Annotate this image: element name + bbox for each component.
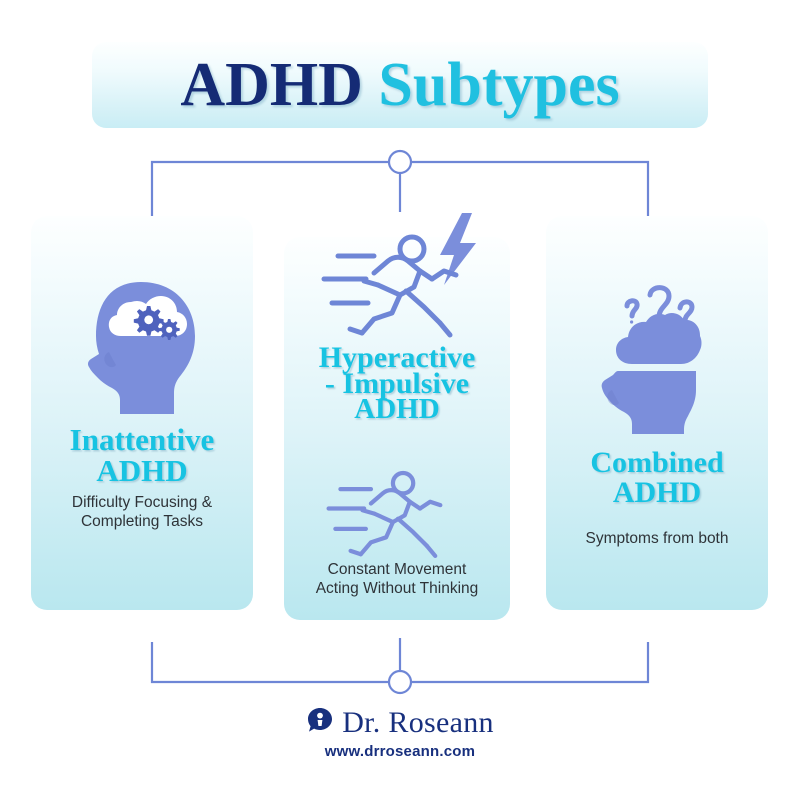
top-connector-node [387, 149, 413, 175]
bottom-connector-node [387, 669, 413, 695]
card-inattentive-title-line2: ADHD [96, 453, 188, 488]
card-hyperactive-title-line1: Hyperactive [318, 341, 476, 374]
running-person-icon [318, 451, 478, 566]
card-hyperactive-title-line2: - Impulsive [324, 366, 470, 400]
card-inattentive-desc-line2: Completing Tasks [80, 513, 204, 531]
card-inattentive-description: Difficulty Focusing & Completing Tasks [31, 493, 253, 532]
card-inattentive-title-line1: Inattentive [69, 422, 215, 457]
top-connector [0, 140, 800, 304]
card-hyperactive-desc-line2: Acting Without Thinking [315, 580, 479, 598]
brand-name: Dr. Roseann [342, 705, 494, 739]
title-banner: ADHD Subtypes [92, 42, 708, 128]
lightning-bolt-icon [440, 213, 476, 285]
card-combined-description: Symptoms from both [546, 529, 768, 548]
card-inattentive-title: Inattentive ADHD [31, 424, 253, 486]
card-inattentive-adhd[interactable]: Inattentive ADHD Difficulty Focusing & C… [31, 216, 253, 610]
card-combined-desc-line1: Symptoms from both [585, 530, 729, 547]
question-mark-icon [677, 299, 695, 324]
brand-website[interactable]: www.drroseann.com [324, 743, 476, 760]
head-silhouette-icon [601, 371, 696, 434]
running-person-with-lightning-icon [316, 211, 496, 346]
open-head-with-questions-icon [546, 278, 768, 438]
cloud-brain-icon [616, 312, 702, 364]
card-inattentive-desc-line1: Difficulty Focusing & [71, 494, 213, 511]
card-hyperactive-title: Hyperactive - Impulsive ADHD [284, 341, 510, 425]
card-combined-title-line2: ADHD [612, 476, 702, 509]
card-hyperactive-description: Constant Movement Acting Without Thinkin… [284, 560, 510, 599]
page-title-part-subtypes: Subtypes [378, 51, 620, 119]
question-mark-icon [647, 285, 672, 320]
footer-branding: Dr. Roseann www.drroseann.com [0, 706, 800, 760]
card-hyperactive-title-line3: ADHD [354, 392, 440, 425]
card-combined-title-line1: Combined [590, 446, 724, 479]
card-hyperactive-impulsive-adhd[interactable]: Hyperactive - Impulsive ADHD [284, 213, 510, 620]
card-hyperactive-desc-line1: Constant Movement [327, 561, 467, 578]
card-combined-title: Combined ADHD [546, 448, 768, 508]
speech-bubble-person-logo [306, 706, 334, 739]
page-title-part-adhd: ADHD [180, 51, 363, 119]
page-title: ADHD Subtypes [180, 54, 619, 116]
question-mark-icon [624, 298, 640, 319]
card-combined-adhd[interactable]: Combined ADHD Symptoms from both [546, 216, 768, 610]
head-with-gear-brain-icon [31, 278, 253, 418]
bottom-connector [0, 630, 800, 710]
